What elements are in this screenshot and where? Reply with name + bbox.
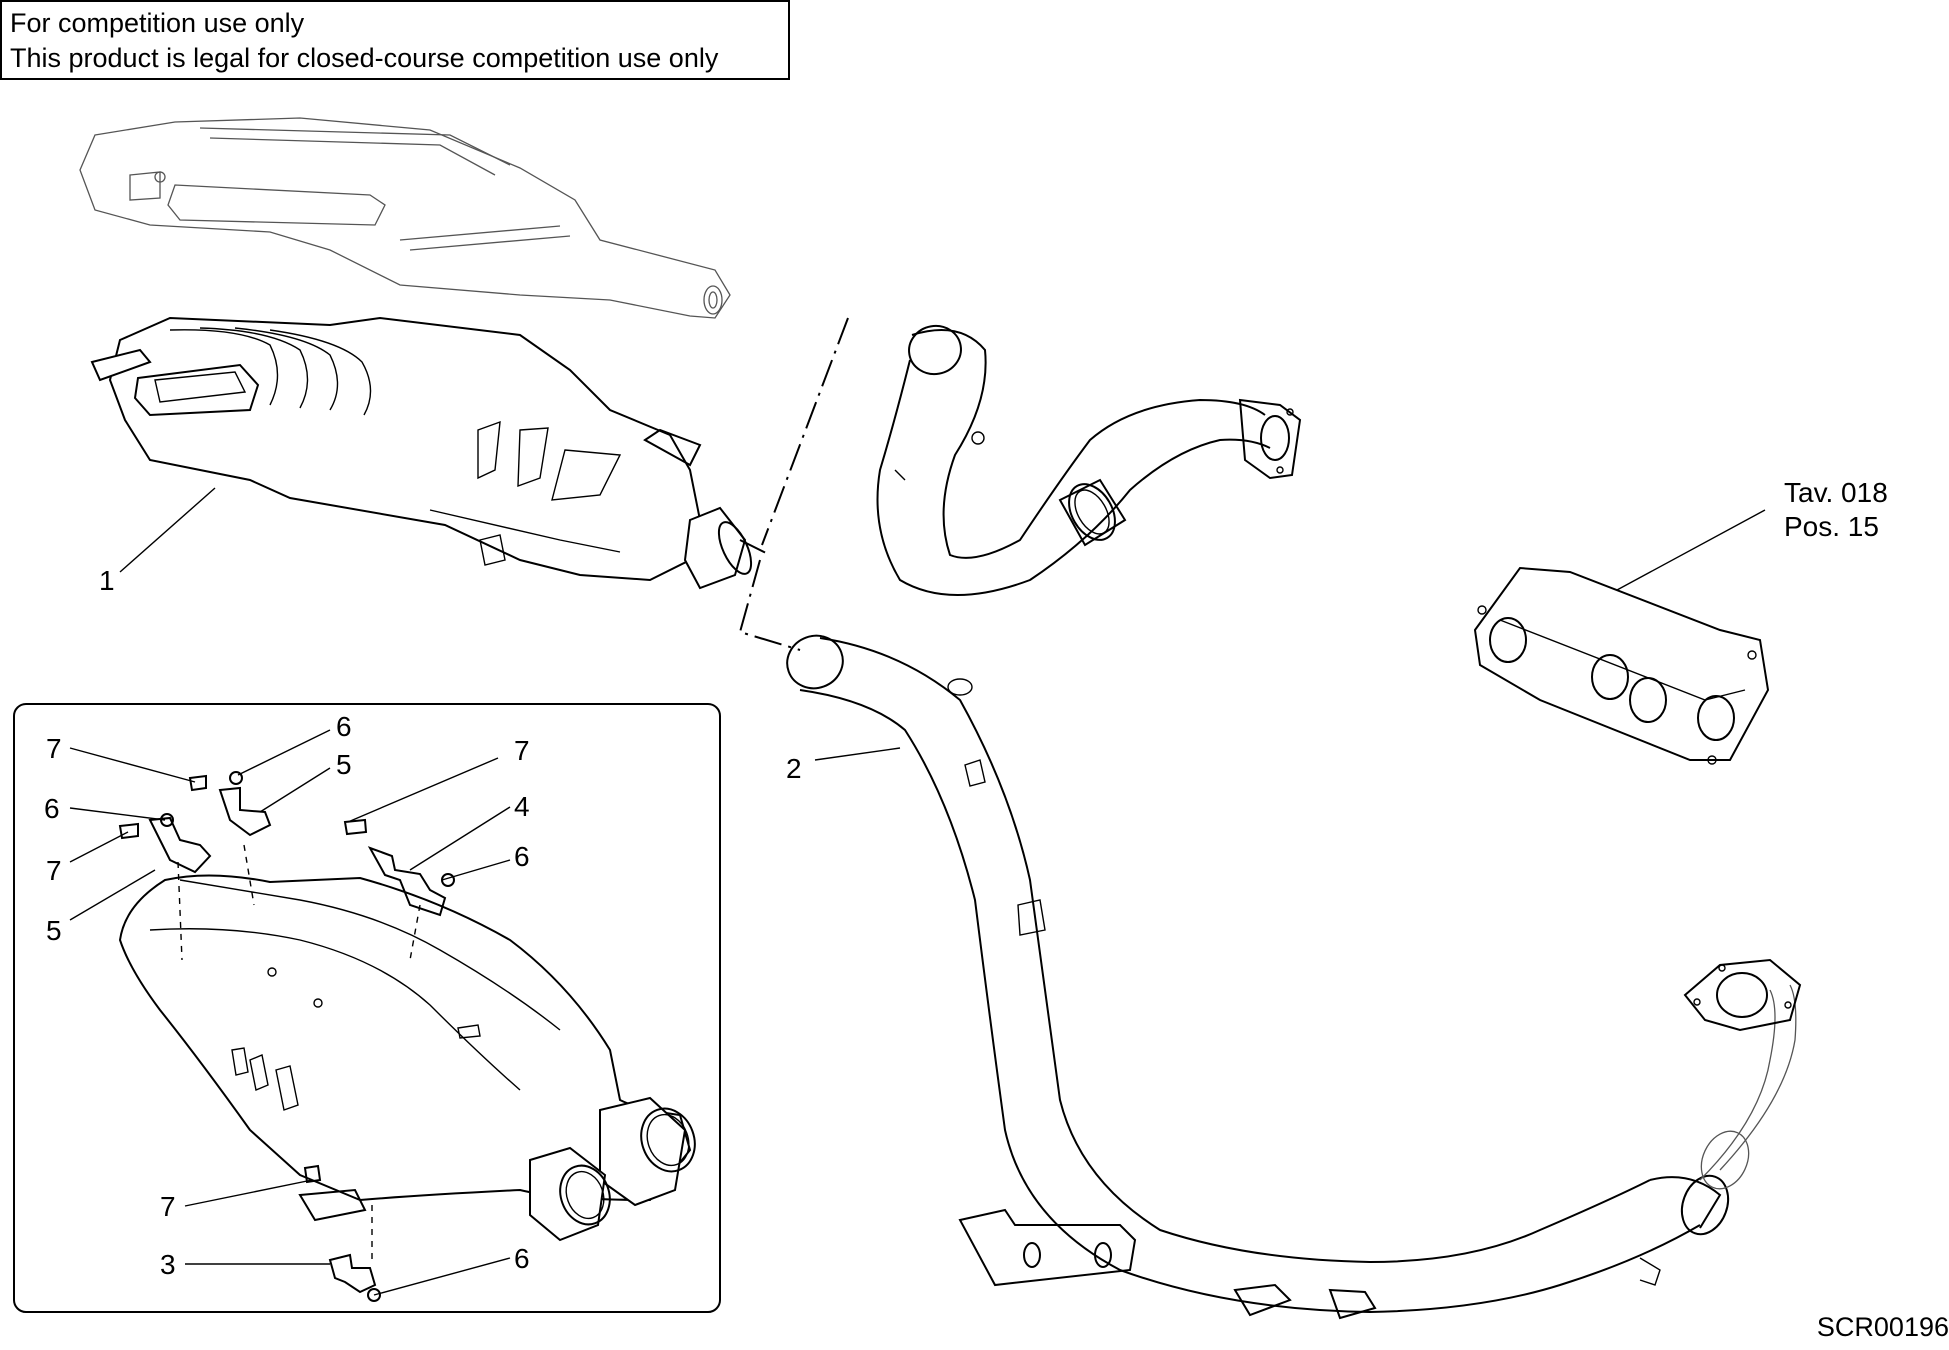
callout-6-right: 6	[514, 841, 530, 872]
competition-notice: For competition use only This product is…	[0, 0, 790, 80]
callout-7-top-left: 7	[46, 733, 62, 764]
silencer-underside	[118, 874, 696, 1242]
notice-line-2: This product is legal for closed-course …	[10, 43, 719, 73]
callout-5-lower: 5	[46, 915, 62, 946]
vertical-cylinder-pipe	[876, 324, 1302, 596]
leader-lines	[69, 487, 1766, 1296]
callout-6-bottom: 6	[514, 1243, 530, 1274]
assembly-line	[738, 317, 849, 651]
silencer	[90, 316, 753, 590]
reference-position: Pos. 15	[1784, 511, 1879, 542]
horizontal-cylinder-pipe	[786, 634, 1802, 1320]
notice-line-1: For competition use only	[10, 8, 305, 38]
callout-2: 2	[786, 753, 802, 784]
callout-3: 3	[160, 1249, 176, 1280]
callout-5-upper: 5	[336, 749, 352, 780]
mounting-brackets	[118, 771, 455, 1302]
reference-bracket	[1473, 566, 1770, 765]
reference-table: Tav. 018	[1784, 477, 1888, 508]
callout-7-top-right: 7	[514, 735, 530, 766]
callout-6-top: 6	[336, 711, 352, 742]
callout-7-mid-left: 7	[46, 855, 62, 886]
callout-6-left: 6	[44, 793, 60, 824]
drawing-code: SCR00196	[1816, 1312, 1949, 1342]
reference-note: Tav. 018 Pos. 15	[1784, 476, 1888, 544]
detail-inset-frame	[13, 703, 721, 1313]
callout-7-bottom-left: 7	[160, 1191, 176, 1222]
heat-shield	[79, 117, 731, 319]
callout-1: 1	[99, 565, 115, 596]
callout-4: 4	[514, 791, 530, 822]
